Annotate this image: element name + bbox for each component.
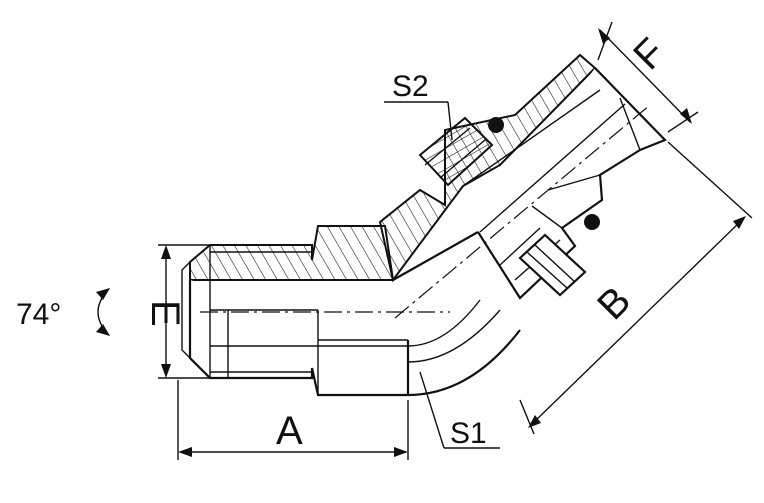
leader-s1: S1 (419, 371, 500, 450)
elbow-upper (392, 231, 479, 281)
dim-label-angle: 74° (16, 298, 61, 331)
nut-s2 (418, 116, 600, 230)
diagonal-wall-section (378, 53, 597, 283)
dimension-angle: 74° (16, 288, 110, 336)
diagonal-inner (462, 89, 641, 281)
o-ring-lower (584, 214, 600, 230)
dim-label-a: A (276, 409, 303, 453)
dimension-a: A (177, 380, 409, 460)
port-step-lines (526, 244, 576, 289)
left-body (181, 225, 410, 397)
centerlines (200, 104, 651, 319)
port-step (518, 233, 587, 297)
dim-label-f: F (625, 30, 673, 78)
o-ring-upper (488, 117, 504, 133)
left-thread-section (189, 225, 395, 281)
left-bore (210, 309, 408, 395)
leader-s2: S2 (384, 70, 453, 141)
elbow-body (392, 231, 521, 397)
elbow-outer (407, 329, 521, 397)
dim-label-b: B (589, 278, 639, 328)
diagonal-centerline (394, 104, 651, 319)
nut-body (418, 116, 494, 187)
elbow-inner (407, 299, 501, 363)
nut-edge (424, 127, 486, 179)
diagonal-body (378, 53, 667, 300)
dim-label-e: E (143, 300, 187, 327)
label-s2: S2 (392, 70, 429, 103)
dimension-e: E (143, 244, 210, 379)
left-outer-profile (188, 280, 410, 397)
left-thread-lines (210, 251, 312, 373)
label-s1: S1 (450, 417, 487, 450)
